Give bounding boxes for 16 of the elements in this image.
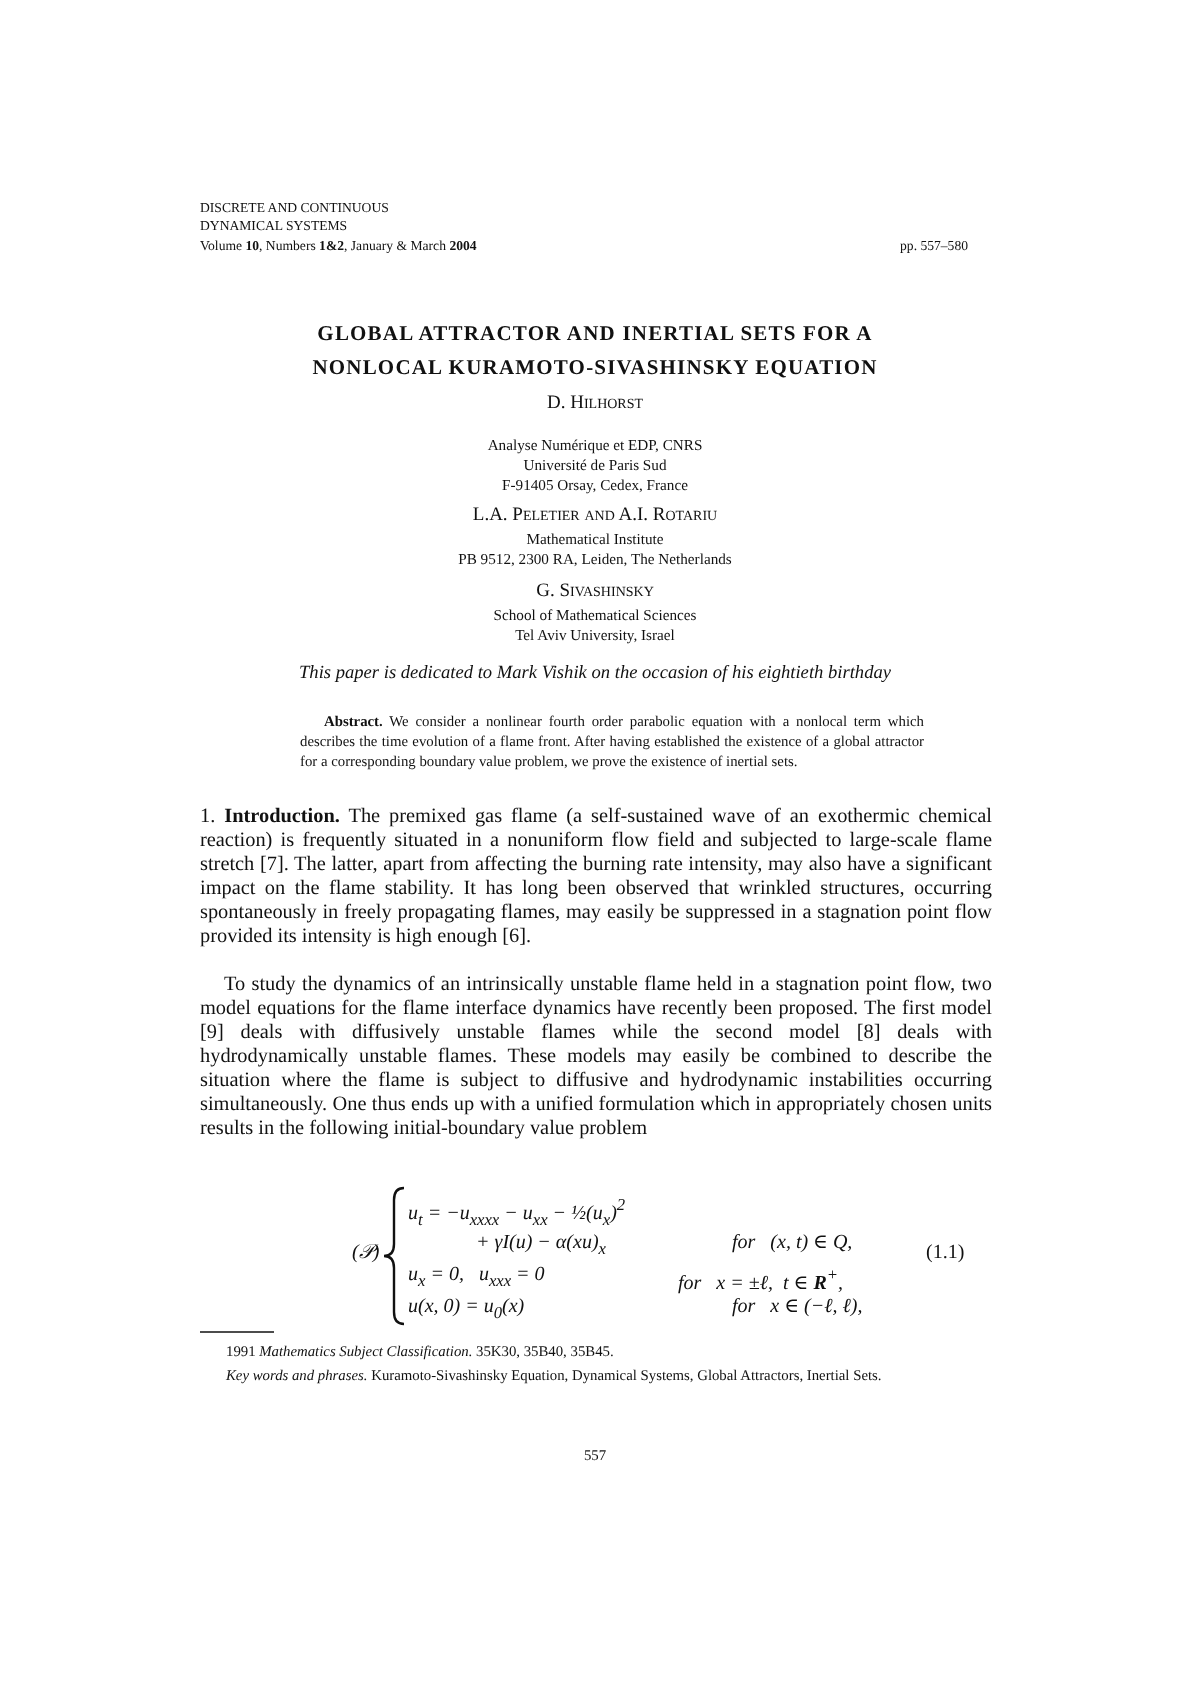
author-name: L.A. Peletier and A.I. Rotariu — [470, 504, 720, 528]
equation-condition: for x ∈ (−ℓ, ℓ), — [732, 1293, 863, 1319]
author-name: G. Sivashinsky — [534, 580, 656, 604]
problem-label: (𝒫) — [352, 1239, 380, 1265]
equation-condition: for (x, t) ∈ Q, — [732, 1229, 853, 1255]
equation-line: u$_{x}$ = 0, u$_{xxx}$ = 0 — [408, 1261, 545, 1293]
equation-condition: for x = ±ℓ, t ∈ R$^{+}$, — [678, 1263, 843, 1296]
body-paragraph: To study the dynamics of an intrinsically unstable flame held in a stagnation point flow, two model equations for the flame interface dynamics have recently been proposed. The first model [9] deals with diffusively unstable flames while the second model [8] deals with hydrodynamically unstable flames. These models may easily be combined to describe the situation where the flame is subject to diffusive and hydrodynamic instabilities occurring simultaneously. One thus ends up with a unified formulation which in appropriately chosen units results in the following initial-boundary value problem — [200, 974, 992, 1142]
dedication: This paper is dedicated to Mark Vishik on the occasion of his eightieth birthday — [297, 662, 893, 686]
equation-number: (1.1) — [926, 1239, 965, 1265]
equation-line: + γI(u) − α(xu)$_{x}$ — [476, 1229, 606, 1261]
author-name: D. Hilhorst — [544, 392, 646, 416]
equation-line: u$_{t}$ = −u$_{xxxx}$ − u$_{xx}$ − ½(u$_{x}$)$^{2}$ — [408, 1193, 626, 1232]
equation-line: u(x, 0) = u$_{0}$(x) — [408, 1293, 525, 1325]
body-paragraph: 1. Introduction. The premixed gas flame (a self-sustained wave of an exothermic chemical reaction) is frequently situated in a nonuniform flow field and subjected to large-scale flame stretch [7]. The latter, apart from affecting the burning rate intensity, may also have a significant impact on the flame stability. It has long been observed that wrinkled structures, occurring spontaneously in freely propagating flames, may easily be suppressed in a stagnation point flow provided its intensity is high enough [6]. — [200, 806, 992, 950]
paper-title: GLOBAL ATTRACTOR AND INERTIAL SETS FOR A NONLOCAL KURAMOTO-SIVASHINSKY EQUATION — [310, 321, 880, 383]
